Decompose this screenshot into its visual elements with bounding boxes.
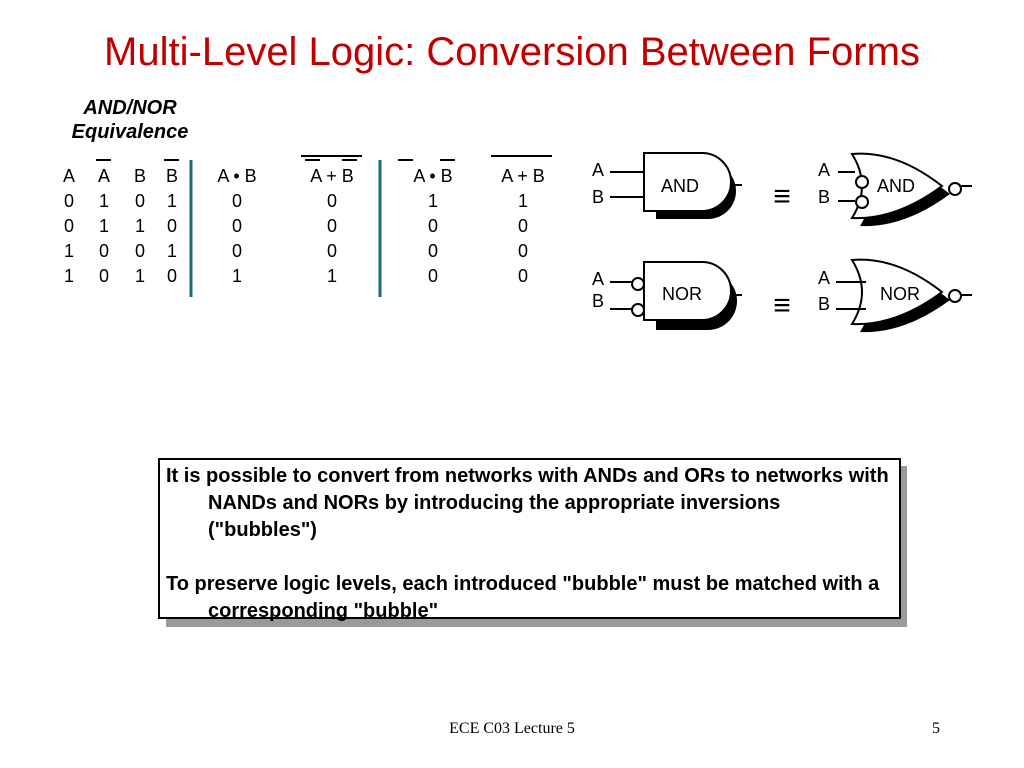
nor-and-gate-body <box>643 261 732 321</box>
cell: 0 <box>167 266 177 286</box>
nor-output-bubble <box>948 289 962 303</box>
or-gate-label: AND <box>877 176 915 196</box>
slide-title: Multi-Level Logic: Conversion Between Fo… <box>104 30 920 74</box>
cell: 0 <box>232 216 242 236</box>
input-a-bubble <box>855 175 869 189</box>
cell: 0 <box>135 191 145 211</box>
nor-label-b: B <box>818 294 830 314</box>
cell: 1 <box>518 191 528 211</box>
and-label-b: B <box>592 187 604 207</box>
cell: 1 <box>99 216 109 236</box>
cell: 1 <box>167 191 177 211</box>
cell: 1 <box>428 191 438 211</box>
equiv-symbol-bottom: ≡ <box>773 289 791 322</box>
cell: 0 <box>428 241 438 261</box>
truth-table-header-row: A A B B A • B A + B A • B A + B <box>63 166 545 186</box>
cell: 0 <box>327 216 337 236</box>
overbars <box>96 155 552 161</box>
cell: 0 <box>327 241 337 261</box>
header-b: B <box>134 166 146 186</box>
header-a-bar: A <box>98 166 110 186</box>
or-label-b: B <box>818 187 830 207</box>
cell: 0 <box>99 241 109 261</box>
callout-paragraph-2: To preserve logic levels, each introduce… <box>166 573 880 622</box>
cell: 0 <box>99 266 109 286</box>
cell: 0 <box>232 241 242 261</box>
cell: 0 <box>167 216 177 236</box>
cell: 0 <box>232 191 242 211</box>
nor-and-input-b-bubble <box>631 303 645 317</box>
cell: 1 <box>99 191 109 211</box>
cell: 0 <box>518 241 528 261</box>
header-a: A <box>63 166 75 186</box>
or-gate-bubbled-and: A B AND <box>818 152 972 227</box>
or-label-a: A <box>818 160 830 180</box>
and-gate-left: A B AND <box>592 152 742 219</box>
footer-course: ECE C03 Lecture 5 <box>449 720 575 737</box>
input-b-bubble <box>855 195 869 209</box>
callout-paragraph-1: It is possible to convert from networks … <box>166 465 889 541</box>
cell: 0 <box>518 216 528 236</box>
and-gate-label: AND <box>661 176 699 196</box>
truth-table: A A B B A • B A + B A • B A + B 0 <box>63 155 552 297</box>
header-a-and-b: A • B <box>217 166 256 186</box>
subtitle-line-2: Equivalence <box>71 121 189 143</box>
cell: 1 <box>327 266 337 286</box>
footer-page-number: 5 <box>932 720 940 737</box>
nor-and-input-a-bubble <box>631 277 645 291</box>
cell: 1 <box>64 266 74 286</box>
header-not-abar-or-bbar: A + B <box>501 166 545 186</box>
header-b-bar: B <box>166 166 178 186</box>
nor-label-a: A <box>818 268 830 288</box>
truth-table-body: 0 1 0 1 0 0 1 1 0 1 1 0 0 0 0 0 1 0 <box>64 191 528 286</box>
nor-gate: A B NOR <box>818 258 972 333</box>
nor-and-gate-label: NOR <box>662 284 702 304</box>
nor-gate-label: NOR <box>880 284 920 304</box>
and-gate-bubbled-nor: A B NOR <box>592 261 742 330</box>
cell: 0 <box>327 191 337 211</box>
or-gate-body <box>850 152 944 220</box>
section-subtitle: AND/NOR Equivalence <box>40 96 220 144</box>
nor-gate-body <box>850 258 944 326</box>
subtitle-line-1: AND/NOR <box>83 97 177 119</box>
table-row: 0 1 0 1 0 0 1 1 <box>64 191 528 211</box>
cell: 1 <box>135 216 145 236</box>
header-not-a-or-b: A + B <box>310 166 354 186</box>
header-abar-and-bbar: A • B <box>413 166 452 186</box>
callout-box: It is possible to convert from networks … <box>158 458 901 622</box>
table-row: 1 0 0 1 0 0 0 0 <box>64 241 528 261</box>
cell: 1 <box>167 241 177 261</box>
cell: 0 <box>428 216 438 236</box>
cell: 0 <box>64 191 74 211</box>
table-row: 1 0 1 0 1 1 0 0 <box>64 266 528 286</box>
table-dividers <box>189 160 382 297</box>
cell: 1 <box>135 266 145 286</box>
nor-and-label-a: A <box>592 269 604 289</box>
cell: 0 <box>135 241 145 261</box>
cell: 0 <box>428 266 438 286</box>
and-label-a: A <box>592 160 604 180</box>
nor-and-label-b: B <box>592 291 604 311</box>
output-bubble <box>948 182 962 196</box>
cell: 0 <box>518 266 528 286</box>
equiv-symbol-top: ≡ <box>773 180 791 213</box>
table-row: 0 1 1 0 0 0 0 0 <box>64 216 528 236</box>
cell: 0 <box>64 216 74 236</box>
cell: 1 <box>232 266 242 286</box>
cell: 1 <box>64 241 74 261</box>
